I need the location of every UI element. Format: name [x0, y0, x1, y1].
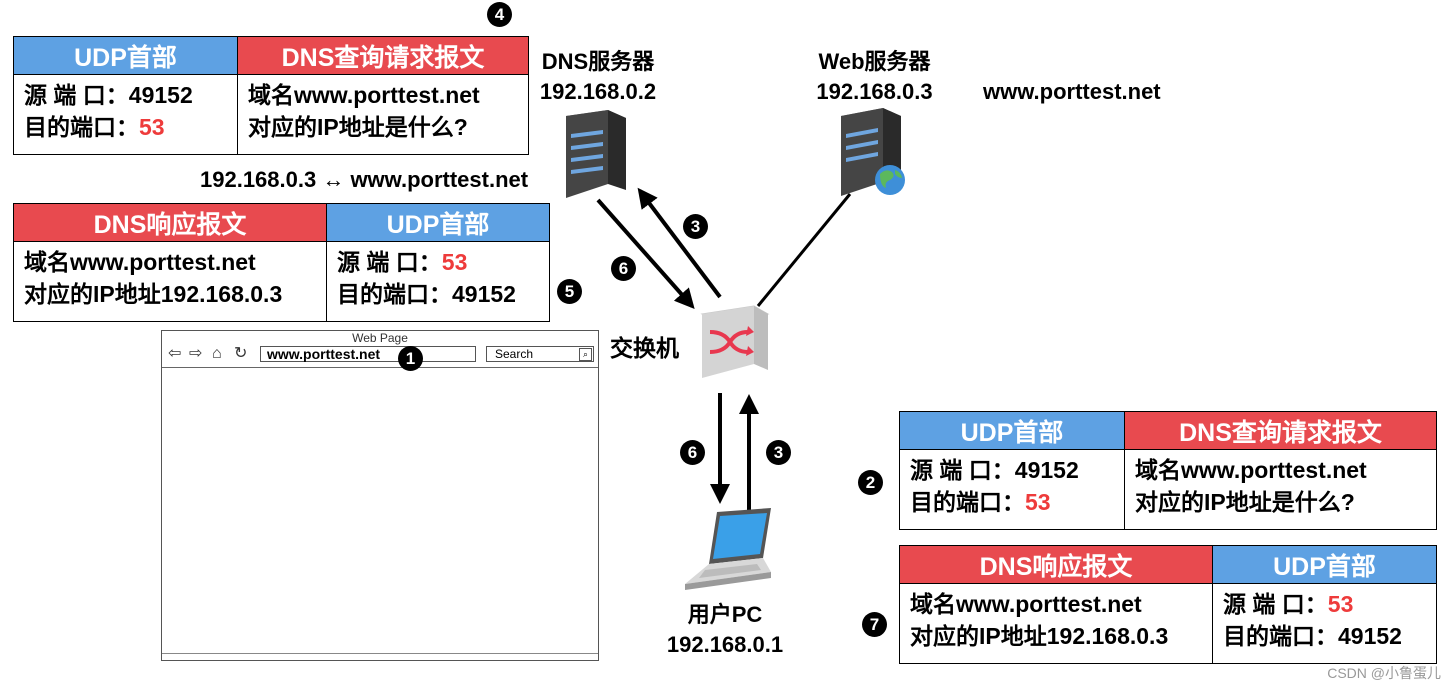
step-4-marker: 4: [487, 2, 512, 27]
udp-header-title: UDP首部: [1213, 546, 1436, 584]
dns-mapping-record: 192.168.0.3 ↔ www.porttest.net: [200, 167, 529, 192]
response-answer: 对应的IP地址192.168.0.3: [910, 623, 1169, 649]
web-server-ip: 192.168.0.3: [816, 79, 933, 104]
search-placeholder: Search: [495, 347, 534, 361]
dns-server-label: DNS服务器 192.168.0.2: [528, 47, 668, 107]
dns-server-icon: [566, 110, 626, 198]
udp-ports: 源 端 口：53 目的端口：49152: [327, 242, 549, 321]
query-domain: 域名www.porttest.net: [1135, 457, 1367, 483]
browser-title: Web Page: [352, 331, 408, 345]
dns-query-packet-2: UDP首部 DNS查询请求报文 源 端 口：49152 目的端口：53 域名ww…: [899, 411, 1437, 530]
step-5-marker: 5: [557, 279, 582, 304]
udp-ports: 源 端 口：53 目的端口：49152: [1213, 584, 1436, 663]
step-3-marker: 3: [766, 440, 791, 465]
switch-icon: [700, 305, 770, 378]
dns-response-packet-1: DNS响应报文 UDP首部 域名www.porttest.net 对应的IP地址…: [13, 203, 550, 322]
link-switch-web: [756, 193, 852, 307]
response-domain: 域名www.porttest.net: [24, 249, 256, 275]
dns-query-packet-1: UDP首部 DNS查询请求报文 源 端 口：49152 目的端口：53 域名ww…: [13, 36, 529, 155]
query-question: 对应的IP地址是什么?: [248, 114, 468, 140]
arrow-dns-to-switch: [596, 198, 695, 309]
user-pc-ip: 192.168.0.1: [666, 632, 784, 657]
toolbar-divider: [162, 367, 598, 368]
laptop-icon: [685, 508, 771, 590]
arrow-switch-to-dns: [637, 187, 722, 299]
browser-window: Web Page ⇦ ⇨ ⌂ ↻ www.porttest.net Search…: [161, 330, 599, 661]
dns-server-ip: 192.168.0.2: [539, 79, 657, 104]
switch-label: 交换机: [610, 335, 679, 361]
search-box[interactable]: Search ⌕: [486, 346, 594, 362]
response-answer: 对应的IP地址192.168.0.3: [24, 281, 283, 307]
step-2-marker: 2: [858, 470, 883, 495]
udp-ports: 源 端 口：49152 目的端口：53: [14, 75, 238, 154]
source-port: 源 端 口：53: [1223, 591, 1354, 617]
user-pc-label: 用户PC 192.168.0.1: [655, 600, 795, 660]
step-6-marker: 6: [611, 256, 636, 281]
response-domain: 域名www.porttest.net: [910, 591, 1142, 617]
web-server-icon: [841, 108, 905, 196]
source-port: 源 端 口：49152: [24, 82, 193, 108]
udp-ports: 源 端 口：49152 目的端口：53: [900, 450, 1125, 529]
refresh-icon[interactable]: ↻: [234, 345, 248, 362]
step-3-marker: 3: [683, 214, 708, 239]
web-server-name: Web服务器: [818, 49, 931, 74]
source-port: 源 端 口：53: [337, 249, 468, 275]
web-server-domain: www.porttest.net: [983, 79, 1161, 104]
dns-response-packet-2: DNS响应报文 UDP首部 域名www.porttest.net 对应的IP地址…: [899, 545, 1437, 664]
dns-response-title: DNS响应报文: [900, 546, 1213, 584]
query-question: 对应的IP地址是什么?: [1135, 489, 1355, 515]
dns-query-title: DNS查询请求报文: [1125, 412, 1436, 450]
dns-question: 域名www.porttest.net 对应的IP地址是什么?: [238, 75, 528, 154]
udp-header-title: UDP首部: [14, 37, 238, 75]
credit-watermark: CSDN @小鲁蛋儿: [1327, 665, 1441, 681]
dns-query-title: DNS查询请求报文: [238, 37, 528, 75]
search-icon[interactable]: ⌕: [579, 348, 592, 361]
home-icon[interactable]: ⌂: [212, 345, 222, 362]
destination-port: 目的端口：49152: [337, 281, 516, 307]
user-pc-name: 用户PC: [687, 602, 763, 627]
step-7-marker: 7: [862, 612, 887, 637]
forward-arrow-icon[interactable]: ⇨: [189, 345, 203, 362]
udp-header-title: UDP首部: [900, 412, 1125, 450]
dns-server-name: DNS服务器: [541, 49, 655, 74]
step-1-marker: 1: [398, 346, 423, 371]
back-arrow-icon[interactable]: ⇦: [168, 345, 182, 362]
address-bar[interactable]: www.porttest.net: [260, 346, 476, 362]
step-6-marker: 6: [680, 440, 705, 465]
query-domain: 域名www.porttest.net: [248, 82, 480, 108]
udp-header-title: UDP首部: [327, 204, 549, 242]
dns-answer: 域名www.porttest.net 对应的IP地址192.168.0.3: [900, 584, 1213, 663]
destination-port: 目的端口：53: [910, 489, 1051, 515]
destination-port: 目的端口：49152: [1223, 623, 1402, 649]
destination-port: 目的端口：53: [24, 114, 165, 140]
source-port: 源 端 口：49152: [910, 457, 1079, 483]
dns-question: 域名www.porttest.net 对应的IP地址是什么?: [1125, 450, 1436, 529]
status-bar: [162, 653, 598, 654]
web-server-label: Web服务器 192.168.0.3: [802, 47, 947, 107]
dns-response-title: DNS响应报文: [14, 204, 327, 242]
dns-answer: 域名www.porttest.net 对应的IP地址192.168.0.3: [14, 242, 327, 321]
